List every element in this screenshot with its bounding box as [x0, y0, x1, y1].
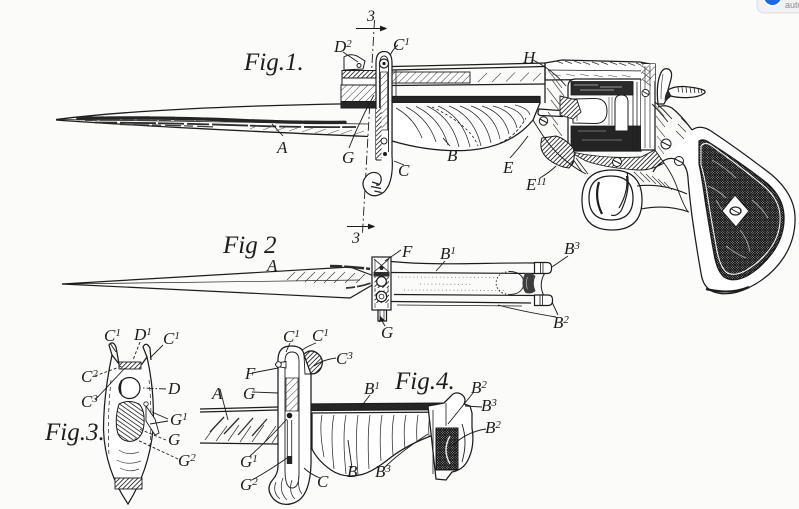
svg-text:G: G [381, 323, 393, 342]
svg-text:F: F [401, 242, 413, 261]
svg-text:A: A [211, 384, 223, 403]
svg-text:B: B [447, 146, 458, 165]
svg-text:C: C [317, 472, 329, 491]
svg-text:Fig.1.: Fig.1. [243, 49, 304, 76]
svg-text:3: 3 [351, 230, 360, 247]
svg-text:D: D [167, 379, 181, 398]
svg-text:F: F [244, 364, 256, 383]
svg-text:E: E [502, 158, 514, 177]
svg-text:G: G [243, 384, 255, 403]
svg-text:Fig 2: Fig 2 [222, 232, 276, 259]
svg-text:B: B [347, 462, 358, 481]
svg-text:auto: auto [785, 0, 799, 10]
svg-text:Fig.3.: Fig.3. [44, 419, 105, 446]
svg-text:A: A [276, 138, 288, 157]
svg-text:Fig.4.: Fig.4. [394, 368, 455, 395]
svg-text:G: G [342, 148, 354, 167]
svg-text:A: A [266, 256, 278, 275]
svg-text:G: G [168, 430, 180, 449]
svg-text:3: 3 [366, 8, 375, 25]
svg-text:C: C [398, 161, 410, 180]
svg-text:H: H [522, 48, 537, 67]
